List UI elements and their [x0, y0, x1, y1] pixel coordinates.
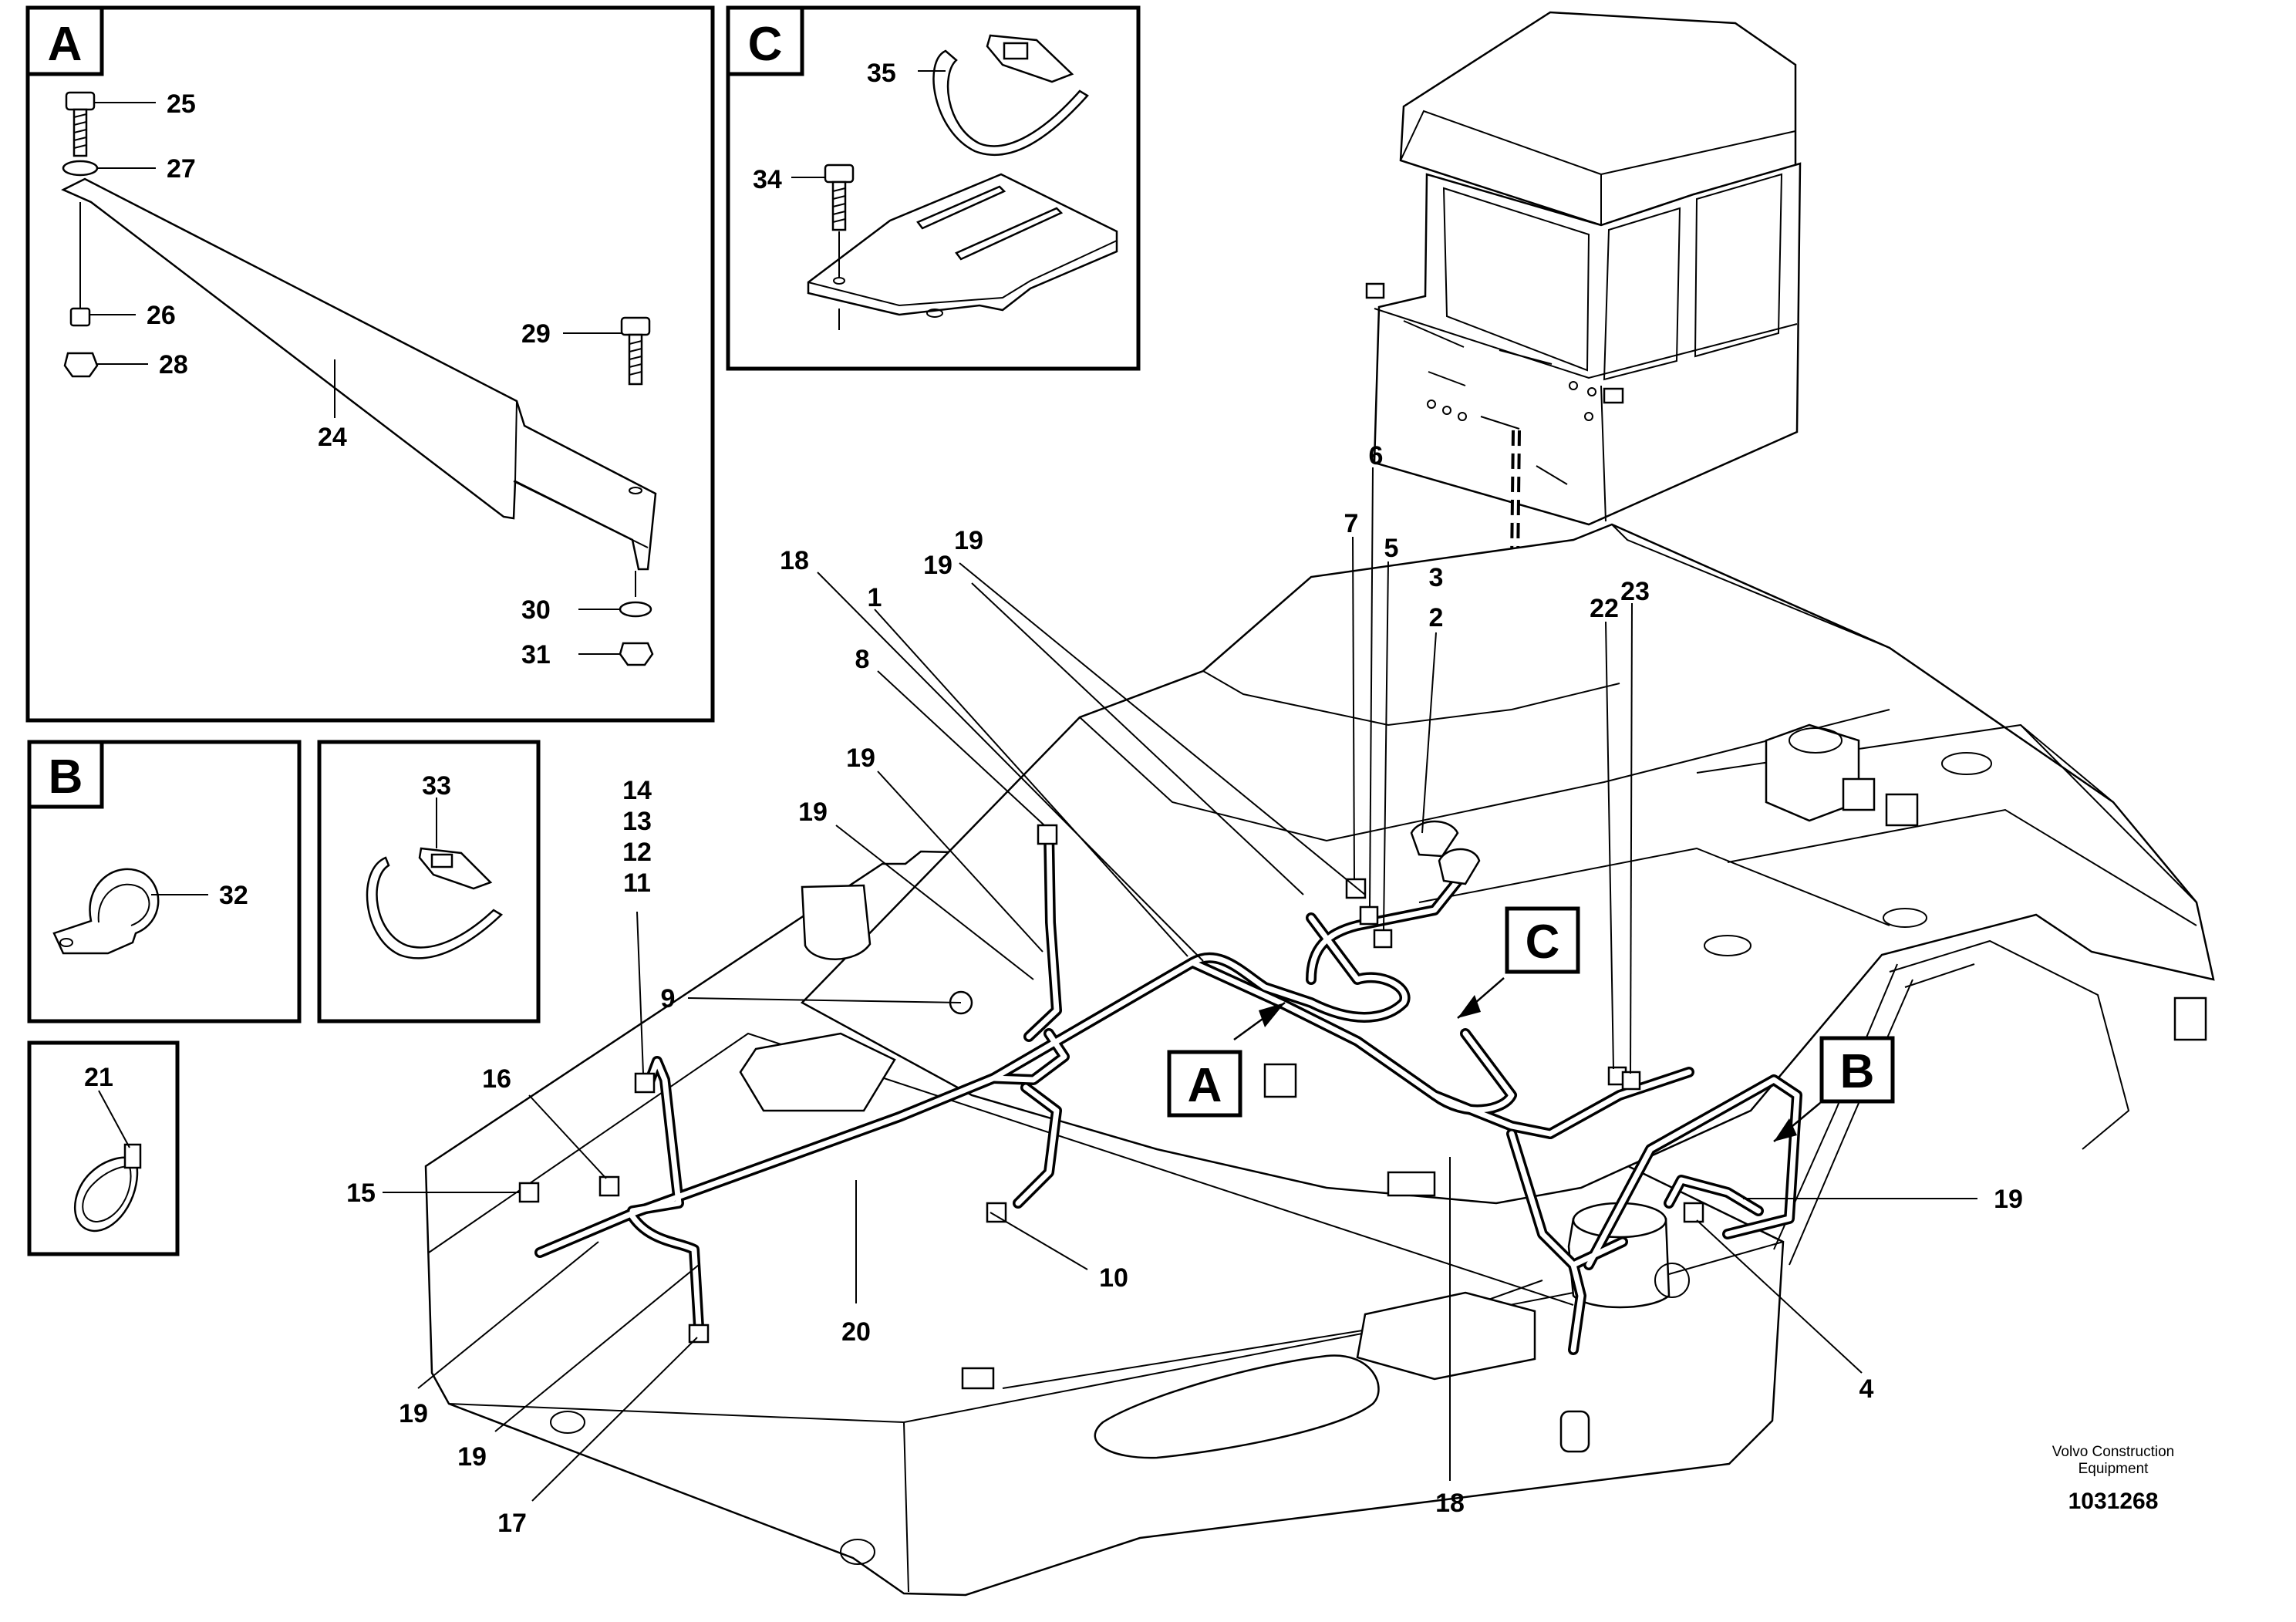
connector-6	[1359, 905, 1379, 926]
latch	[1559, 1410, 1590, 1453]
label-2: 2	[1429, 603, 1444, 632]
connector-10	[986, 1202, 1007, 1223]
connector-15	[518, 1182, 540, 1203]
bolt-25	[65, 91, 96, 157]
label-25: 25	[167, 89, 196, 119]
label-5: 5	[1384, 534, 1399, 563]
label-33: 33	[422, 771, 451, 801]
company-line-1: Volvo Construction	[2052, 1444, 2174, 1460]
callout-a-letter: A	[1188, 1059, 1222, 1112]
label-1: 1	[868, 583, 882, 612]
main-labels: 7 6 5 3 2 23 22 18 1 8 19 19 19 19 14 13…	[346, 441, 2023, 1538]
washer-27	[62, 160, 99, 177]
label-9: 9	[661, 984, 676, 1013]
callout-b: B	[1773, 1036, 1895, 1142]
label-4: 4	[1859, 1374, 1874, 1404]
callout-c-letter: C	[1526, 916, 1560, 969]
bolt-34	[824, 164, 855, 231]
label-19-e: 19	[399, 1399, 428, 1428]
label-22: 22	[1590, 594, 1619, 623]
footer: Volvo Construction Equipment 1031268	[2052, 1444, 2174, 1514]
label-19-f: 19	[457, 1442, 487, 1472]
p-clamp-32	[52, 868, 160, 955]
detail-box-a: A 25 27	[25, 5, 715, 723]
label-19-g: 19	[1994, 1185, 2023, 1214]
nut-31	[619, 642, 654, 666]
label-21: 21	[84, 1063, 113, 1092]
label-30: 30	[521, 595, 551, 625]
label-17: 17	[497, 1509, 527, 1538]
label-13: 13	[622, 807, 652, 836]
label-31: 31	[521, 640, 551, 669]
label-10: 10	[1099, 1263, 1128, 1293]
connector-4	[1683, 1202, 1704, 1223]
machine-frame	[424, 523, 2215, 1597]
connector-16	[598, 1175, 620, 1197]
washer-30	[619, 601, 652, 618]
label-19-b: 19	[923, 551, 952, 580]
wiring-harness	[534, 828, 1802, 1355]
label-19-c: 19	[846, 744, 875, 773]
connector-23	[1621, 1071, 1641, 1091]
label-16: 16	[482, 1064, 511, 1094]
cover-plate-mid	[1356, 1291, 1536, 1381]
connector-5	[1373, 929, 1393, 949]
leader-lines	[383, 467, 1977, 1502]
label-3: 3	[1429, 563, 1444, 592]
drawing-number: 1031268	[2068, 1489, 2159, 1514]
label-7: 7	[1344, 509, 1359, 538]
label-18-top: 18	[780, 546, 809, 575]
cable-tie-21	[73, 1156, 139, 1233]
label-27: 27	[167, 154, 196, 184]
label-28: 28	[159, 350, 188, 379]
label-35: 35	[867, 59, 896, 88]
box-b-letter: B	[49, 750, 83, 804]
box-a-letter: A	[48, 18, 83, 71]
callout-a: A	[1167, 1001, 1286, 1118]
spacer-26	[69, 307, 91, 327]
detail-box-b: B 32	[27, 740, 302, 1023]
strap-clip-35	[932, 49, 1089, 156]
hatch-cover	[1094, 1354, 1380, 1459]
detail-box-clip: 33	[317, 740, 541, 1023]
company-line-2: Equipment	[2079, 1461, 2149, 1477]
fitting	[961, 1367, 995, 1390]
filter-canister	[801, 884, 872, 960]
label-20: 20	[841, 1317, 871, 1347]
callout-b-letter: B	[1840, 1045, 1875, 1098]
elbow-fitting-2	[1438, 848, 1481, 885]
label-15: 15	[346, 1179, 376, 1208]
bolt-29	[620, 316, 651, 386]
detail-box-cable-tie: 21	[27, 1040, 180, 1256]
label-29: 29	[521, 319, 551, 349]
strap-clip-33	[366, 856, 504, 959]
label-11: 11	[623, 868, 651, 898]
label-19-a: 19	[954, 526, 983, 555]
label-8: 8	[855, 645, 870, 674]
cover-plate-left	[739, 1032, 896, 1112]
connector-11	[634, 1072, 656, 1094]
operator-cab	[1365, 11, 1802, 526]
connector-17	[688, 1324, 710, 1344]
detail-box-c: C 35 34	[726, 5, 1141, 371]
mounting-plate	[807, 173, 1118, 316]
connectors	[518, 820, 1704, 1344]
callout-c: C	[1457, 906, 1580, 1019]
label-32: 32	[219, 881, 248, 910]
label-6: 6	[1369, 441, 1384, 470]
label-14: 14	[622, 776, 652, 805]
label-34: 34	[753, 165, 782, 194]
connector-8	[1037, 824, 1058, 845]
label-23: 23	[1620, 577, 1650, 606]
label-18-bottom: 18	[1435, 1489, 1465, 1518]
box-c-letter: C	[748, 18, 783, 71]
support-bracket	[61, 177, 657, 571]
label-19-d: 19	[798, 798, 828, 827]
label-12: 12	[622, 838, 652, 867]
nut-28	[63, 352, 99, 378]
label-26: 26	[147, 301, 176, 330]
label-24: 24	[318, 423, 347, 452]
